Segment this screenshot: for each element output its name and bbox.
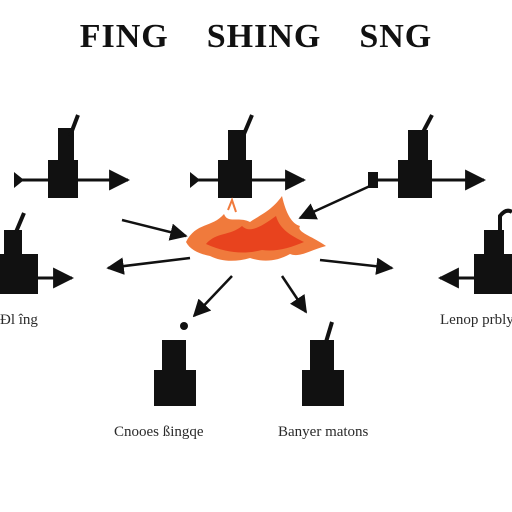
- label-bottom-left: Cnooes ßingqe: [114, 424, 204, 440]
- arrow-icon: [121, 218, 188, 241]
- flame-icon: [186, 196, 326, 261]
- arrow-icon: [192, 275, 233, 318]
- valve-icon: [190, 114, 307, 198]
- arrow-icon: [319, 257, 394, 275]
- valve-icon: [368, 114, 487, 198]
- valve-icon: [154, 322, 196, 406]
- label-right: Lenop prbly: [440, 312, 512, 328]
- diagram-title: FING SHING SNG: [79, 18, 433, 55]
- valve-icon: [14, 114, 131, 198]
- valve-icon: [0, 212, 75, 294]
- arrow-icon: [106, 256, 191, 275]
- label-bottom-right: Banyer matons: [278, 424, 369, 440]
- connector-arrows: [106, 184, 394, 318]
- arrow-icon: [298, 184, 371, 220]
- arrow-icon: [280, 275, 308, 314]
- valve-icon: [302, 321, 344, 406]
- valve-icon: [437, 208, 512, 294]
- label-left: Ðl îng: [0, 312, 38, 328]
